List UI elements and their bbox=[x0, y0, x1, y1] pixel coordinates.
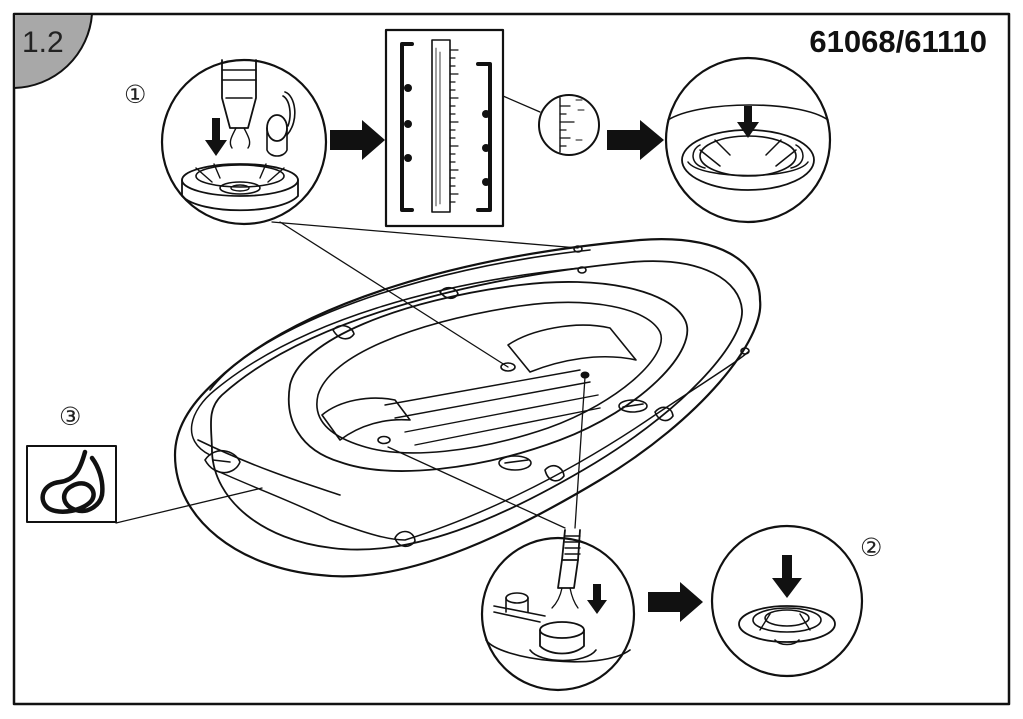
step-1-marker: ① bbox=[124, 80, 147, 109]
oarlock-near-1 bbox=[498, 455, 532, 471]
oarlock-near-2 bbox=[618, 399, 648, 413]
down-arrow-icon bbox=[587, 584, 607, 614]
ruler-callout-line bbox=[502, 95, 541, 113]
callout-lines bbox=[115, 221, 586, 529]
rope-icon bbox=[40, 449, 105, 514]
step-3-marker: ③ bbox=[59, 402, 82, 431]
step3-rope-detail bbox=[26, 445, 117, 523]
pump-hose-detail bbox=[480, 529, 636, 692]
step-badge-label: 1.2 bbox=[22, 26, 64, 59]
valve-floor-on-boat bbox=[377, 435, 391, 445]
handle-front bbox=[204, 450, 241, 474]
page-border bbox=[12, 12, 1011, 706]
model-number: 61068/61110 bbox=[809, 24, 987, 59]
boat-floor-slats bbox=[384, 369, 601, 446]
ruler-icon bbox=[431, 39, 451, 213]
boat-illustration bbox=[173, 238, 762, 578]
perimeter-rope bbox=[190, 267, 749, 541]
down-arrow-icon bbox=[737, 106, 759, 138]
boat-seat-front bbox=[321, 397, 411, 441]
ruler-magnifier bbox=[538, 94, 600, 156]
boat-floor-outer bbox=[288, 281, 689, 472]
handle-right-2 bbox=[654, 406, 674, 422]
handle-left-2 bbox=[439, 286, 459, 300]
boat-floor-inner bbox=[316, 301, 663, 454]
down-arrow-icon bbox=[772, 555, 802, 598]
step-badge bbox=[13, 13, 93, 89]
handle-bottom bbox=[394, 530, 416, 548]
rope-ring-top bbox=[573, 245, 583, 253]
boat-seat-back bbox=[507, 324, 637, 373]
boat-outer-hull bbox=[173, 238, 762, 578]
pump-hose-icon bbox=[561, 529, 581, 561]
step2-valve-detail bbox=[710, 524, 864, 678]
right-arrow-icon bbox=[330, 120, 385, 160]
boat-rim bbox=[197, 249, 591, 496]
right-arrow-icon bbox=[607, 120, 664, 160]
pump-nozzle-icon bbox=[221, 59, 257, 129]
valve-1-on-boat bbox=[500, 362, 516, 372]
boat-tube-inner bbox=[210, 260, 743, 551]
right-arrow-icon bbox=[648, 582, 703, 622]
step-2-marker: ② bbox=[860, 533, 883, 562]
ruler-panel bbox=[384, 28, 505, 228]
closed-valve-detail bbox=[664, 56, 832, 224]
rope-ring-top-2 bbox=[577, 266, 587, 274]
down-arrow-icon bbox=[205, 118, 227, 156]
handle-right-1 bbox=[544, 464, 565, 482]
handle-left-1 bbox=[332, 324, 355, 340]
step1-valve-detail bbox=[160, 58, 328, 226]
